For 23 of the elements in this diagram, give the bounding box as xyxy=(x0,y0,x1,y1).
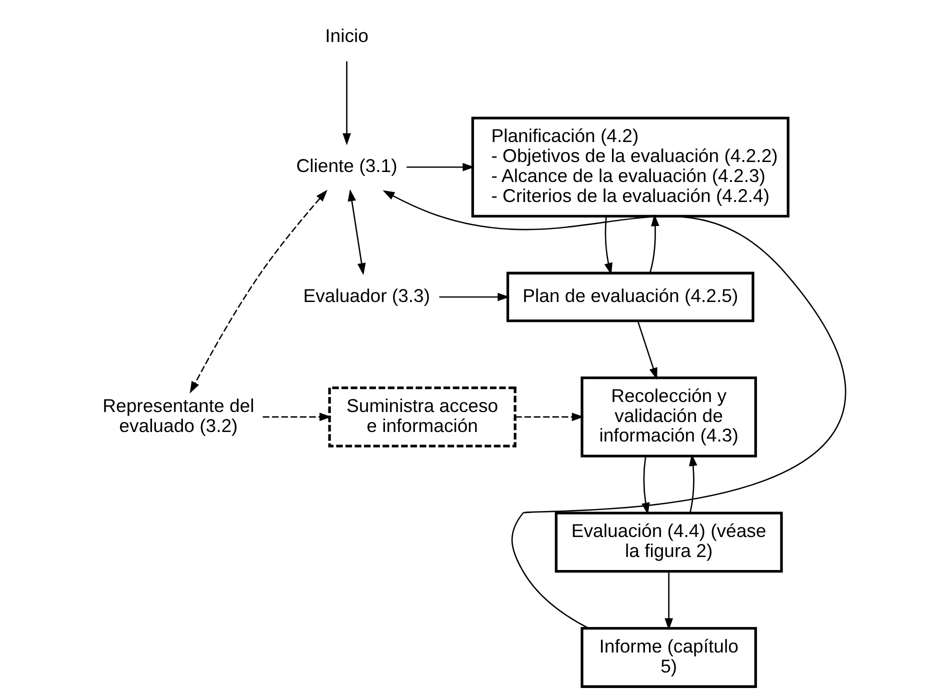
arrow xyxy=(514,412,584,422)
node-box: Planificación (4.2) - Objetivos de la evaluación (4.2.2) - Alcance de la evaluación (4.2.3) - Criterios de la evaluación (4.2.4) xyxy=(470,116,789,218)
arrow xyxy=(604,216,612,275)
node-text: Cliente (3.1) xyxy=(296,155,397,176)
arrow xyxy=(347,189,366,276)
node-box: Suministra acceso e información xyxy=(328,386,516,448)
node-box: Plan de evaluación (4.2.5) xyxy=(506,272,754,322)
arrow xyxy=(406,162,474,172)
node-text: Inicio xyxy=(324,25,368,46)
arrow xyxy=(438,292,510,302)
arrow xyxy=(189,190,327,394)
arrow xyxy=(342,61,350,146)
node-box: Informe (capítulo 5) xyxy=(580,627,756,688)
arrow xyxy=(688,454,697,513)
node-box: Recolección y validación de información (4.3) xyxy=(580,376,756,458)
arrow xyxy=(382,190,845,629)
arrow xyxy=(648,214,659,274)
arrow xyxy=(262,412,331,422)
node-box: Evaluación (4.4) (véase la figura 2) xyxy=(554,512,782,573)
node-text: Representante del evaluado (3.2) xyxy=(102,394,254,436)
arrow xyxy=(664,571,672,630)
arrow xyxy=(636,320,657,380)
node-text: Evaluador (3.3) xyxy=(302,284,430,306)
